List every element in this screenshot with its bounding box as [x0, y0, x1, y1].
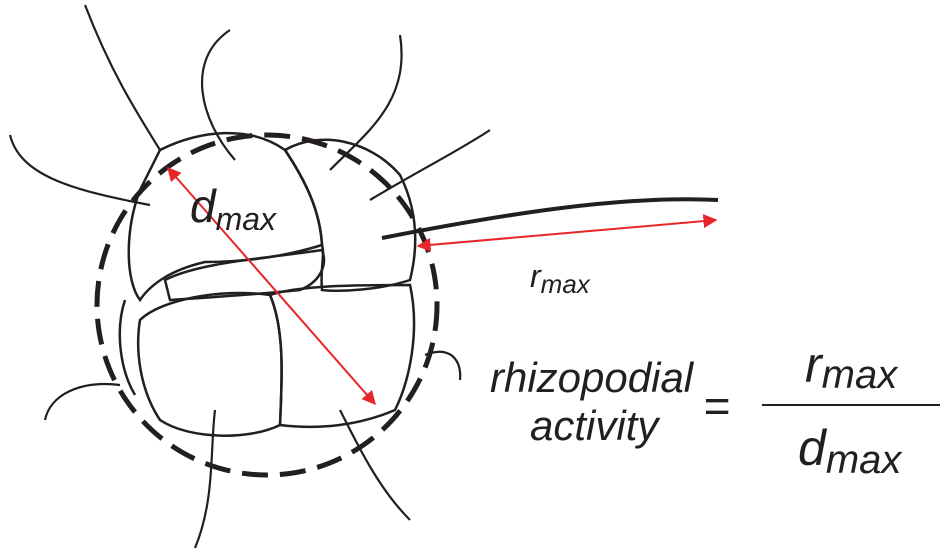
formula-lhs-line1: rhizopodial — [490, 354, 695, 401]
test-plates — [118, 131, 417, 437]
d-max-arrow — [167, 166, 376, 406]
r-max-label: rmax — [530, 258, 591, 299]
formula-lhs-line2: activity — [530, 402, 661, 449]
d-max-label: dmax — [190, 180, 277, 237]
formula-equals: = — [703, 380, 730, 432]
r-max-arrow — [416, 214, 718, 252]
formula-numerator: rmax — [805, 337, 899, 397]
rhizopodia — [8, 4, 719, 548]
formula-denominator: dmax — [798, 420, 903, 482]
test-outline-circle — [94, 132, 440, 478]
